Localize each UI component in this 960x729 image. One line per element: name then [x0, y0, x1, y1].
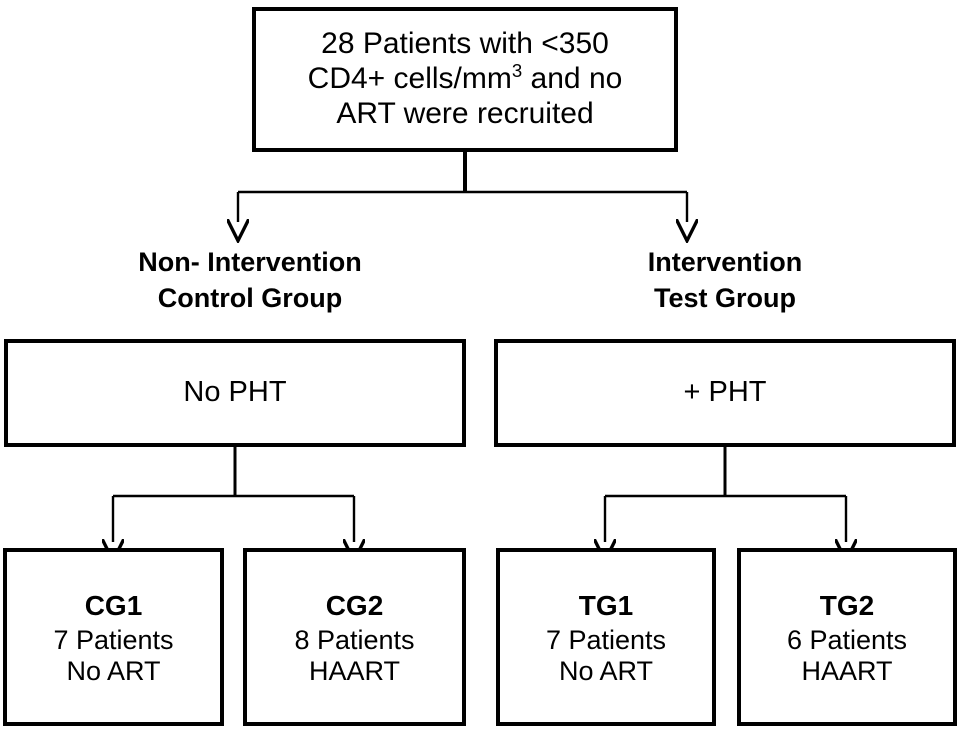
connector-test-split — [605, 447, 846, 542]
node-plus-pht: + PHT — [494, 339, 956, 447]
node-tg1: TG1 7 Patients No ART — [496, 548, 716, 726]
no-pht-label: No PHT — [183, 376, 287, 409]
tg2-title: TG2 — [819, 590, 875, 622]
recruitment-line-2: CD4+ cells/mm3 and no — [307, 60, 623, 97]
cg2-therapy: HAART — [308, 656, 401, 687]
node-cg1: CG1 7 Patients No ART — [3, 548, 224, 726]
tg2-therapy: HAART — [801, 656, 893, 687]
recruitment-line-1: 28 Patients with <350 — [321, 27, 609, 61]
arm-label-control-line-1: Non- Intervention — [138, 247, 362, 277]
arm-label-test-line-1: Intervention — [647, 247, 803, 277]
node-cg2: CG2 8 Patients HAART — [243, 548, 466, 726]
node-tg2: TG2 6 Patients HAART — [737, 548, 957, 726]
connector-top-split — [238, 152, 687, 222]
tg1-count: 7 Patients — [545, 624, 667, 655]
cg1-title: CG1 — [84, 590, 143, 622]
plus-pht-label: + PHT — [683, 376, 767, 409]
arm-label-control: Non- Intervention Control Group — [70, 245, 430, 316]
recruitment-line-2-suffix: and no — [522, 62, 623, 96]
connector-control-split — [113, 447, 354, 542]
arm-label-control-line-2: Control Group — [157, 282, 343, 313]
tg2-count: 6 Patients — [786, 624, 908, 655]
tg1-therapy: No ART — [558, 656, 654, 687]
cg1-count: 7 Patients — [53, 624, 174, 655]
recruitment-line-2-prefix: CD4+ cells/mm — [307, 62, 512, 96]
node-recruitment: 28 Patients with <350 CD4+ cells/mm3 and… — [252, 7, 678, 152]
cg1-therapy: No ART — [66, 656, 161, 687]
node-no-pht: No PHT — [4, 339, 466, 447]
arm-label-test-line-2: Test Group — [653, 282, 796, 313]
arm-label-test: Intervention Test Group — [545, 245, 905, 316]
cg2-count: 8 Patients — [294, 624, 415, 655]
recruitment-line-3: ART were recruited — [336, 96, 594, 130]
tg1-title: TG1 — [578, 590, 634, 622]
cg2-title: CG2 — [325, 590, 384, 622]
cubic-mm-superscript: 3 — [511, 60, 523, 82]
